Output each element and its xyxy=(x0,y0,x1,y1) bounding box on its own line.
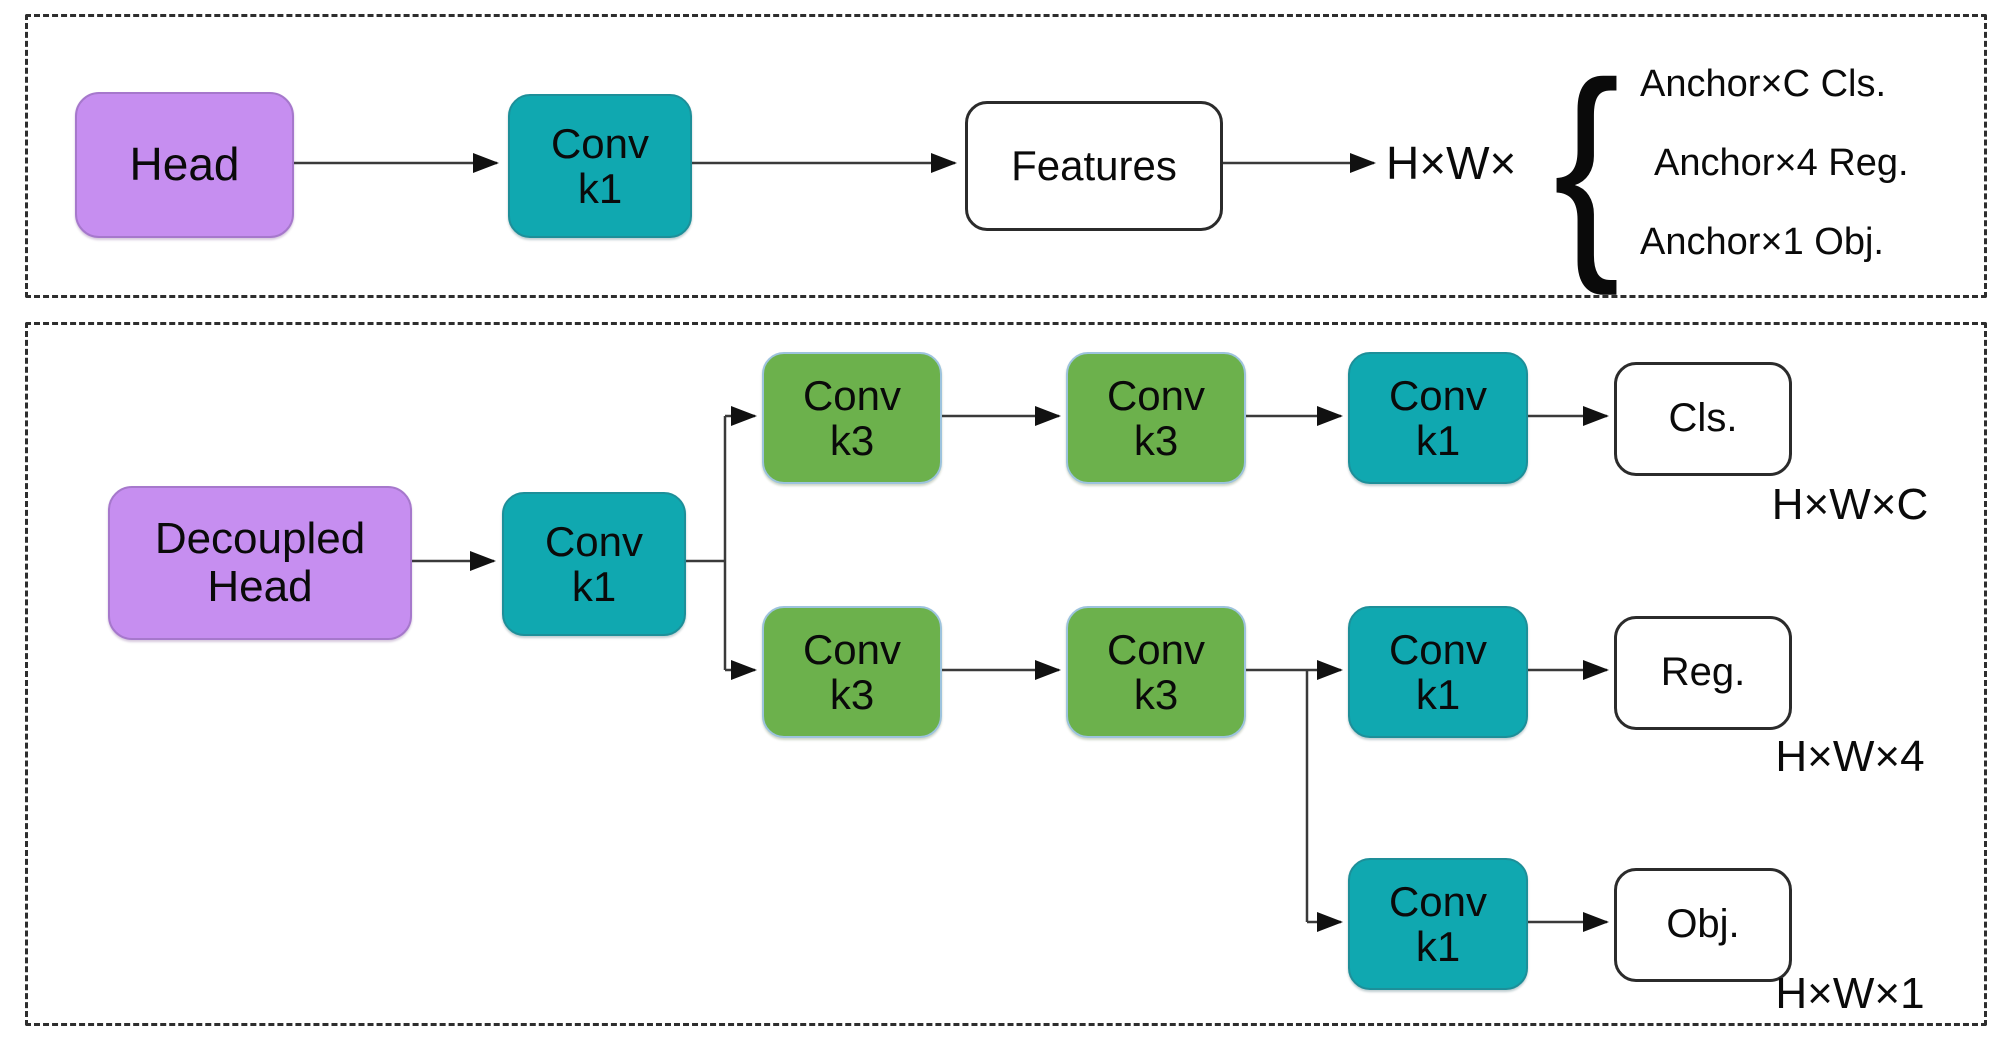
conv-label: Conv xyxy=(1388,877,1488,925)
kernel-label: k1 xyxy=(1415,671,1461,718)
kernel-label: k1 xyxy=(1415,923,1461,970)
cls-conv-k3-node-2: Conv k3 xyxy=(1066,352,1246,484)
cls-conv-k3-node-1: Conv k3 xyxy=(762,352,942,484)
kernel-label: k3 xyxy=(1133,417,1179,464)
features-node: Features xyxy=(965,101,1223,231)
cls-output-label: Cls. xyxy=(1668,396,1738,441)
kernel-label: k1 xyxy=(1415,417,1461,464)
decoupled-head-line2: Head xyxy=(207,562,313,611)
head-label: Head xyxy=(129,138,240,191)
brace-glyph: { xyxy=(1553,33,1620,296)
anchor-reg-label: Anchor×4 Reg. xyxy=(1654,141,1909,184)
reg-output-label: Reg. xyxy=(1660,650,1746,695)
reg-conv-k3-node-1: Conv k3 xyxy=(762,606,942,738)
features-label: Features xyxy=(1011,142,1177,190)
reg-conv-k3-node-2: Conv k3 xyxy=(1066,606,1246,738)
conv-k1-node-top: Conv k1 xyxy=(508,94,692,238)
conv-label: Conv xyxy=(1388,625,1488,673)
kernel-label: k3 xyxy=(1133,671,1179,718)
conv-label: Conv xyxy=(1106,625,1206,673)
anchor-obj-label: Anchor×1 Obj. xyxy=(1640,220,1884,263)
obj-output-node: Obj. xyxy=(1614,868,1792,982)
cls-conv-k1-node: Conv k1 xyxy=(1348,352,1528,484)
decoupled-head-panel xyxy=(25,322,1987,1026)
conv-label: Conv xyxy=(1388,371,1488,419)
conv-label: Conv xyxy=(550,119,650,167)
output-dims-prefix: H×W× xyxy=(1386,137,1517,189)
anchor-cls-label: Anchor×C Cls. xyxy=(1640,62,1887,105)
obj-dims-label: H×W×1 xyxy=(1775,969,1925,1018)
obj-conv-k1-node: Conv k1 xyxy=(1348,858,1528,990)
conv-label: Conv xyxy=(802,625,902,673)
reg-conv-k1-node: Conv k1 xyxy=(1348,606,1528,738)
kernel-label: k1 xyxy=(577,165,623,212)
conv-label: Conv xyxy=(544,517,644,565)
cls-dims-label: H×W×C xyxy=(1771,480,1929,529)
reg-output-node: Reg. xyxy=(1614,616,1792,730)
reg-dims-label: H×W×4 xyxy=(1775,732,1925,781)
head-node: Head xyxy=(75,92,294,238)
obj-output-label: Obj. xyxy=(1666,902,1740,947)
kernel-label: k3 xyxy=(829,417,875,464)
conv-label: Conv xyxy=(1106,371,1206,419)
decoupled-head-node: Decoupled Head xyxy=(108,486,412,640)
single-head-panel xyxy=(25,14,1987,298)
decoupled-head-line1: Decoupled xyxy=(154,514,366,564)
conv-label: Conv xyxy=(802,371,902,419)
conv-k1-stem-node: Conv k1 xyxy=(502,492,686,636)
kernel-label: k3 xyxy=(829,671,875,718)
kernel-label: k1 xyxy=(571,563,617,610)
cls-output-node: Cls. xyxy=(1614,362,1792,476)
